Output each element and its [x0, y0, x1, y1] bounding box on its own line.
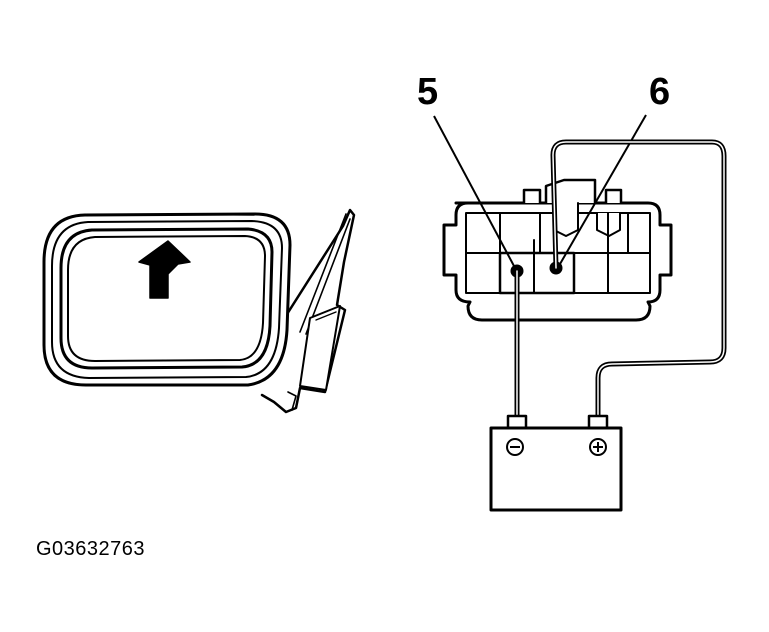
terminal-cavities: [465, 212, 651, 295]
tilt-up-arrow-icon: [138, 240, 191, 299]
figure-id: G03632763: [36, 538, 146, 560]
mirror-housing: [42, 212, 292, 387]
mirror-glass: [67, 235, 266, 362]
mirror-mount-bracket: [260, 208, 356, 414]
outside-mirror-assembly: [42, 208, 356, 414]
mirror-glass-edge: [59, 227, 274, 370]
callout-pin-6: 6: [649, 71, 671, 113]
callout-pin-5: 5: [417, 71, 439, 113]
leader-5: [433, 115, 515, 267]
jumper-wires: [514, 139, 727, 421]
mirror-housing-rim: [51, 220, 283, 379]
battery: [489, 414, 623, 512]
